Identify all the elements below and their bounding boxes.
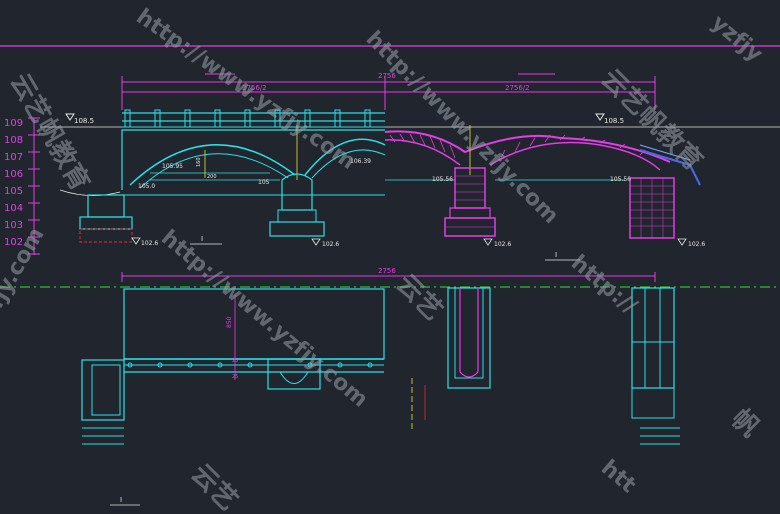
watermark-brand: 帆 bbox=[725, 404, 765, 444]
found-level-left: 102.6 bbox=[141, 240, 158, 247]
scale-tick: 104 bbox=[4, 203, 23, 214]
watermark-partial: yzfjy bbox=[706, 10, 767, 67]
arch-level: 105.95 bbox=[162, 163, 183, 170]
plan-width: 25 bbox=[232, 374, 238, 380]
deck-level-right: 108.5 bbox=[604, 117, 624, 125]
section-label: I bbox=[201, 235, 203, 243]
watermark-brand: 云艺 bbox=[390, 269, 448, 327]
right-brick-pier: 102.6 bbox=[444, 167, 511, 248]
section-mark-elevation: I I bbox=[190, 235, 580, 261]
section-label: I bbox=[555, 251, 557, 259]
left-arches bbox=[59, 125, 386, 196]
arch-depth: 200 bbox=[207, 174, 217, 180]
found-level-right-b: 102.6 bbox=[688, 241, 705, 248]
section-label: I bbox=[120, 496, 122, 504]
found-level-mid: 102.6 bbox=[322, 241, 339, 248]
plan-width: 25 bbox=[232, 358, 238, 364]
top-dimensions: 2756 2756/2 2756/2 bbox=[121, 72, 656, 110]
scale-tick: 102 bbox=[4, 237, 23, 248]
scale-tick: 103 bbox=[4, 220, 23, 231]
dim-total: 2756 bbox=[378, 72, 396, 80]
dim-half-right: 2756/2 bbox=[505, 84, 530, 92]
arch-level: 105.56 bbox=[610, 176, 631, 183]
watermark-layer: http://www.yzfjy.com http://www.yzfjy.co… bbox=[0, 4, 767, 514]
deck-level-left: 108.5 bbox=[74, 117, 94, 125]
level-marker bbox=[65, 113, 75, 121]
watermark-partial: htt bbox=[596, 455, 641, 498]
dim-half-left: 2756/2 bbox=[242, 84, 267, 92]
right-arches bbox=[384, 125, 701, 186]
plan-dim-total: 2756 bbox=[378, 267, 396, 275]
arch-level: 105.56 bbox=[432, 176, 453, 183]
scale-tick: 108 bbox=[4, 135, 23, 146]
arch-rise: 160 bbox=[196, 157, 202, 167]
scale-tick: 107 bbox=[4, 152, 23, 163]
elevation-scale: 109 108 107 106 105 104 103 102 bbox=[4, 117, 40, 255]
left-abutment: 102.6 bbox=[79, 194, 158, 247]
scale-tick: 106 bbox=[4, 169, 23, 180]
plan-view: 2756 850 25 25 bbox=[0, 267, 780, 506]
watermark-partial: http:// bbox=[566, 250, 642, 319]
plan-width: 850 bbox=[226, 316, 233, 328]
arch-level: 105 bbox=[258, 179, 270, 186]
watermark-url: http://www.yzfjy.com bbox=[361, 27, 563, 229]
watermark-brand: 云艺 bbox=[185, 459, 243, 514]
right-brick-abutment: 102.6 bbox=[629, 177, 705, 248]
water-level: 106.39 bbox=[350, 158, 371, 165]
scale-tick: 105 bbox=[4, 186, 23, 197]
bridge-deck bbox=[122, 109, 655, 128]
found-level-right-a: 102.6 bbox=[494, 241, 511, 248]
level-marker bbox=[595, 113, 605, 121]
middle-pier: 102.6 bbox=[269, 173, 339, 248]
arch-level: 105.0 bbox=[138, 183, 155, 190]
scale-tick: 109 bbox=[4, 118, 23, 129]
watermark-url: http://www.yzfjy.com bbox=[156, 225, 372, 412]
